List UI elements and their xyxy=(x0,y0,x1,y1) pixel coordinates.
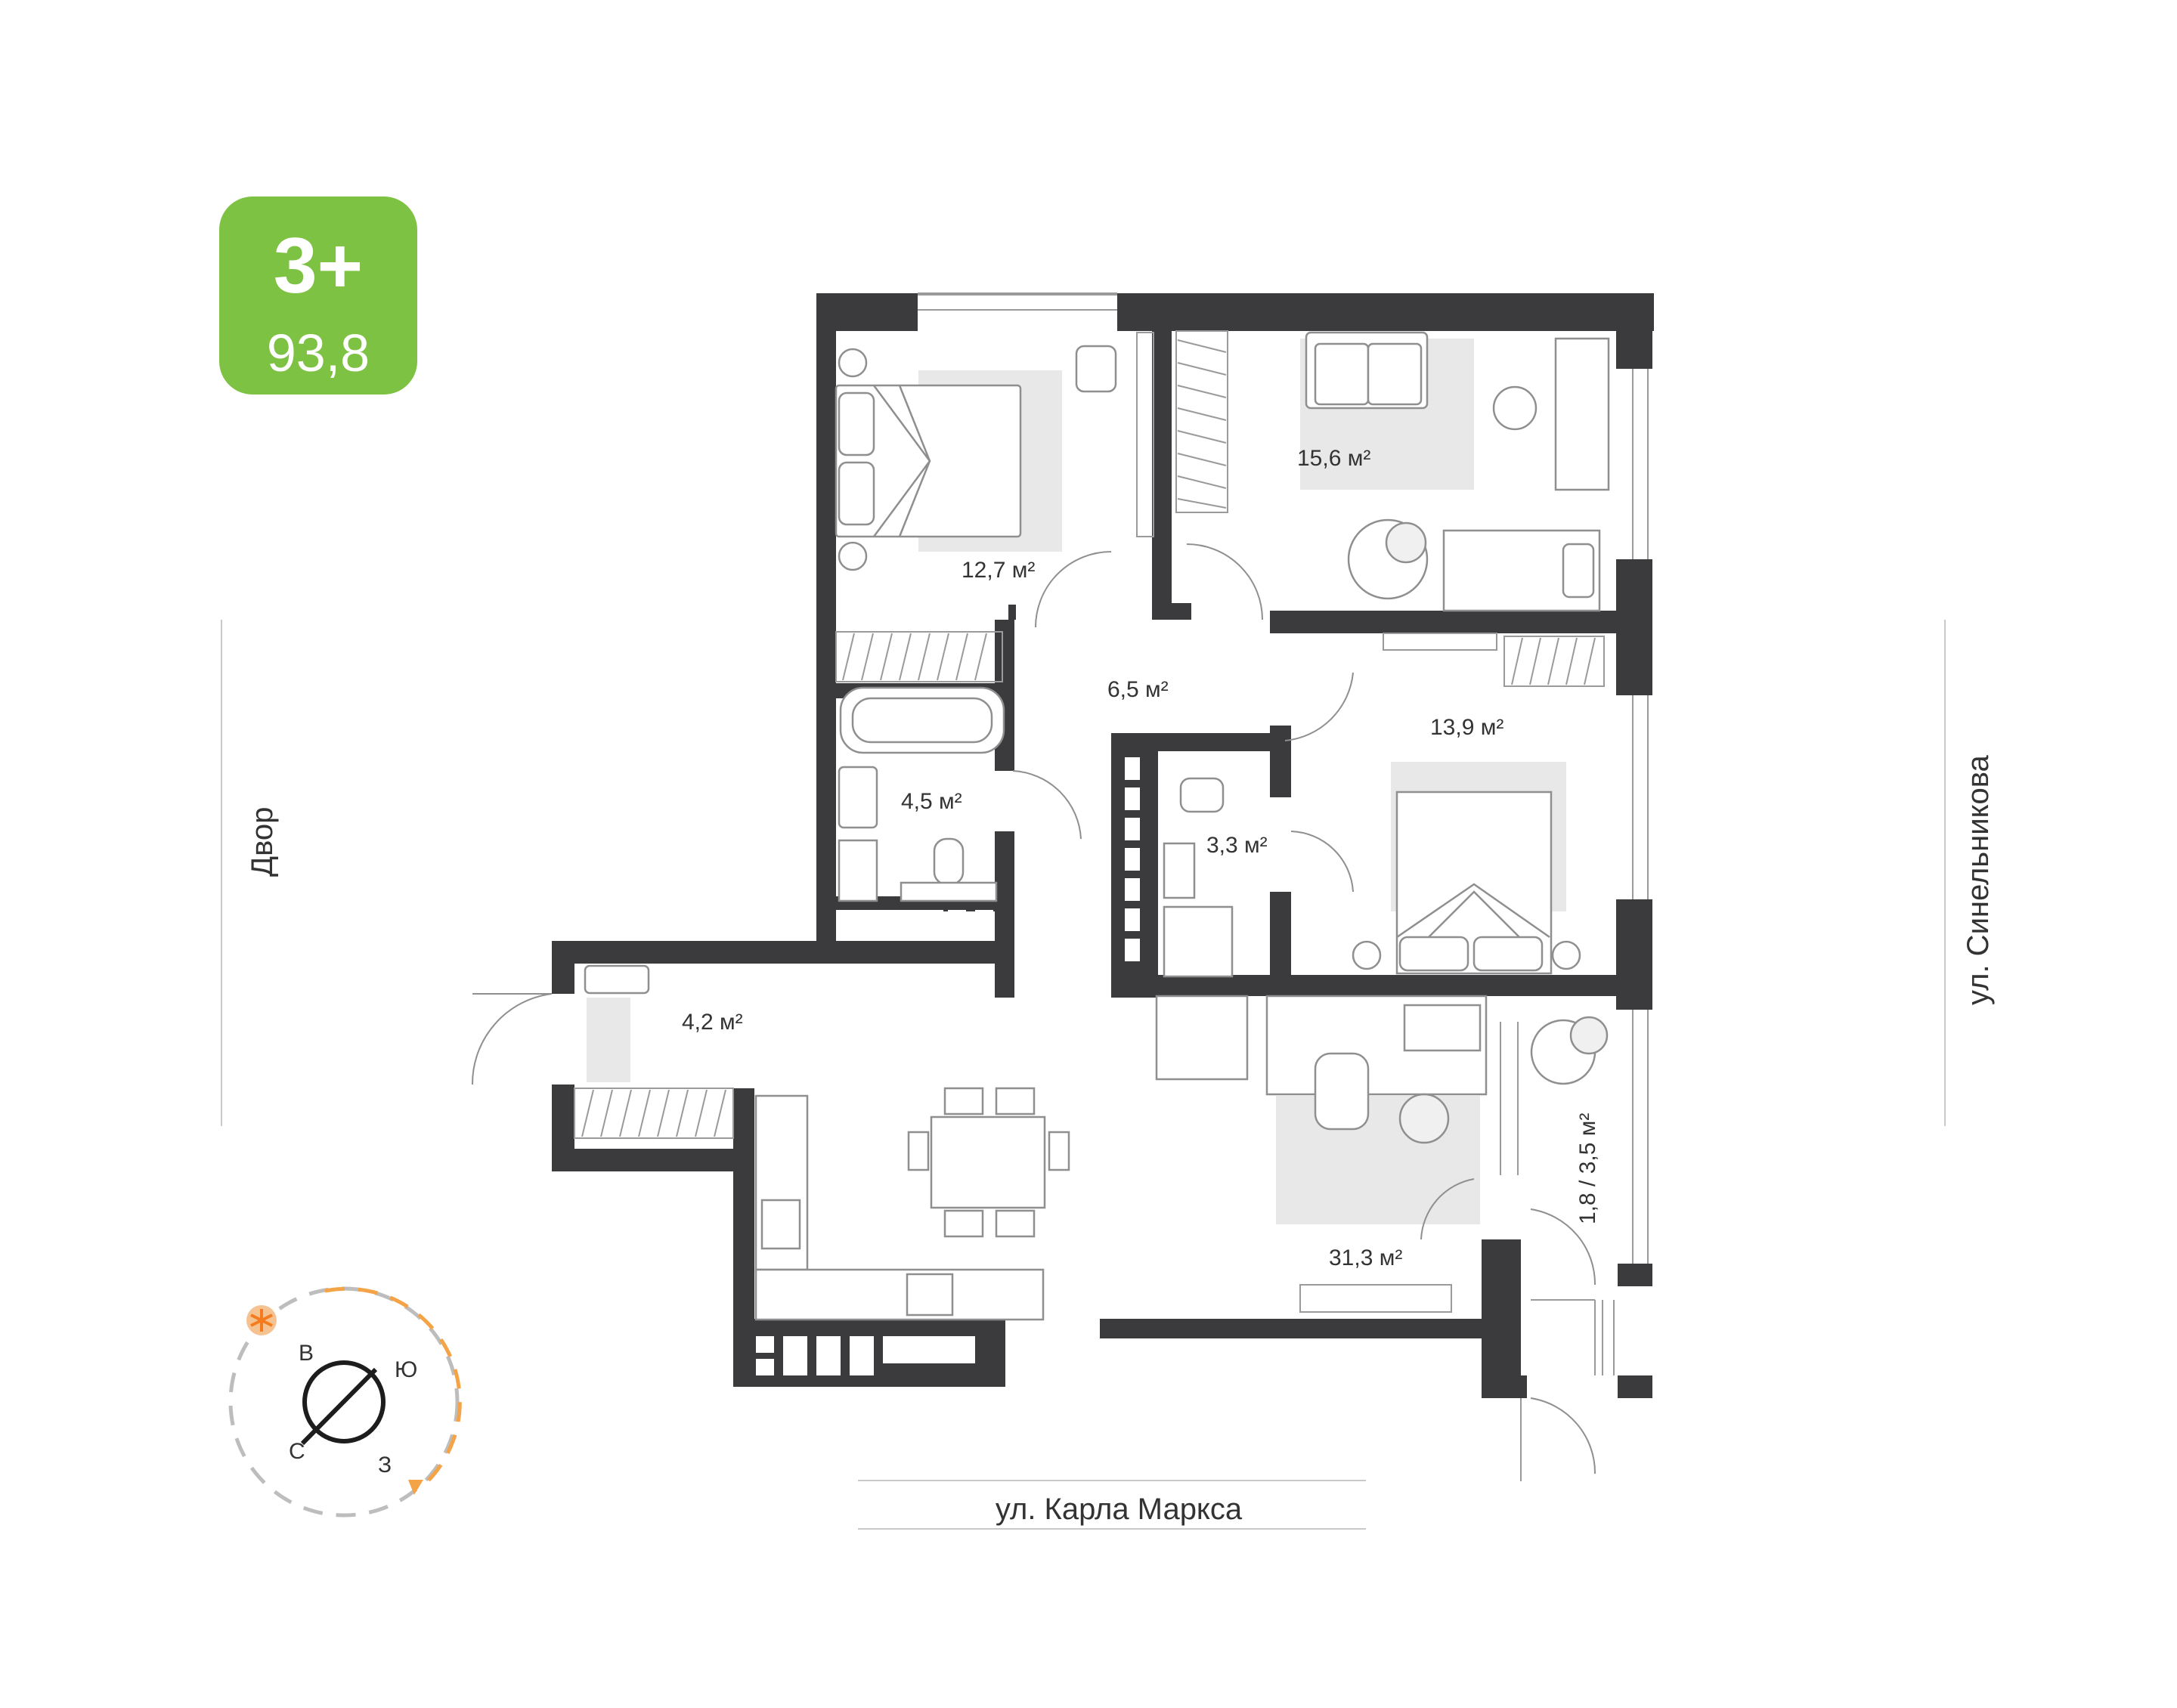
wardrobes xyxy=(574,330,1605,1313)
door-swings xyxy=(471,543,1596,1474)
walls xyxy=(552,293,1654,1398)
room-labels: 12,7 м² 15,6 м² 6,5 м² 4,5 м² 3,3 м² 13,… xyxy=(682,446,1600,1270)
street-left: Двор xyxy=(246,806,279,877)
rule-bottom-bottom xyxy=(858,1528,1366,1530)
area-bedroom-right: 13,9 м² xyxy=(1430,715,1503,740)
area-hall: 6,5 м² xyxy=(1107,677,1169,702)
street-right: ул. Синельникова xyxy=(1962,755,1995,1005)
rule-left xyxy=(221,620,222,1126)
furniture xyxy=(584,331,1610,1321)
street-bottom: ул. Карла Маркса xyxy=(995,1493,1243,1526)
rule-right xyxy=(1944,620,1946,1126)
compass-north: С xyxy=(289,1439,305,1464)
area-balcony: 1,8 / 3,5 м² xyxy=(1575,1113,1600,1224)
windows xyxy=(918,292,1603,1481)
total-area: 93,8 xyxy=(266,323,370,382)
wall-thin-lines xyxy=(918,294,1649,1375)
compass-west: З xyxy=(378,1453,392,1477)
apartment-badge: 3+ 93,8 xyxy=(219,196,417,395)
area-entrance: 4,2 м² xyxy=(682,1010,743,1035)
compass: С В Ю З xyxy=(228,1286,462,1518)
rule-bottom-top xyxy=(858,1480,1366,1481)
rooms-count: 3+ xyxy=(273,222,364,310)
compass-south: Ю xyxy=(395,1357,417,1382)
area-bedroom-left: 12,7 м² xyxy=(962,558,1035,583)
area-bathroom: 4,5 м² xyxy=(901,789,962,814)
area-wc: 3,3 м² xyxy=(1206,833,1268,858)
compass-east: В xyxy=(299,1341,314,1366)
area-bedroom-top-right: 15,6 м² xyxy=(1297,446,1370,471)
shafts xyxy=(756,757,1140,1375)
area-living-kitchen: 31,3 м² xyxy=(1329,1245,1402,1270)
